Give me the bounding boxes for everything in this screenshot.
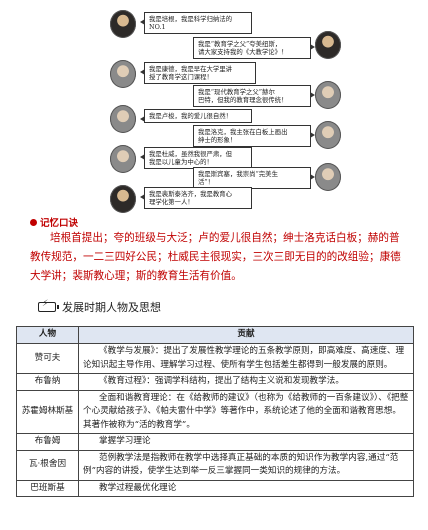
memo-text: 培根首提出；夸的班级与大泛；卢的爱儿很自然；绅士洛克话白板；赫的普教传规范，一二…	[30, 232, 401, 282]
contribution-cell: 《教育过程》：强调学科结构，提出了结构主义说和发现教学法。	[78, 373, 414, 391]
table-row: 瓦·根舍因 范例教学法是指教师在教学中选择真正基础的本质的知识作为教学内容,通过…	[16, 449, 414, 481]
bacon-portrait	[110, 10, 136, 38]
person-name: 布鲁姆	[16, 433, 79, 451]
battery-charging-icon	[38, 299, 59, 312]
pestalozzi-portrait	[110, 185, 136, 213]
contribution-cell: 全面和谐教育理论：在《给教师的建议》（也称为《给教师的一百条建议》）、《把整个心…	[78, 389, 414, 434]
person-name: 赞可夫	[16, 343, 79, 374]
table-row: 苏霍姆林斯基 全面和谐教育理论：在《给教师的建议》（也称为《给教师的一百条建议》…	[16, 389, 414, 434]
column-header-person: 人物	[16, 326, 79, 344]
bullet-dot-icon	[30, 219, 37, 226]
contribution-cell: 掌握学习理论	[78, 433, 414, 451]
speech-bubble: 我是洛克，我主张在白板上画出 绅士的形象！	[193, 125, 315, 148]
speech-bubble: 我是康德，我是早在大学里讲 授了教育学这门课程！	[140, 62, 256, 85]
speech-bubble: 我是培根，我是科学归纳法的 NO.1	[140, 12, 252, 35]
contribution-cell: 教学过程最优化理论	[78, 479, 414, 497]
section-heading: 发展时期人物及思想	[38, 299, 161, 315]
spencer-portrait	[315, 163, 341, 191]
memo-heading: 记忆口诀	[30, 215, 78, 229]
speech-bubble: 我是斯宾塞，我崇尚“完美生 活”！	[193, 167, 315, 190]
contribution-cell: 《教学与发展》：提出了发展性教学理论的五条教学原则，即高难度、高速度、理论知识起…	[78, 343, 414, 374]
person-name: 苏霍姆林斯基	[16, 389, 79, 434]
speech-bubble: 我是卢梭，我的爱儿很自然！	[140, 109, 252, 124]
table-row: 赞可夫 《教学与发展》：提出了发展性教学理论的五条教学原则，即高难度、高速度、理…	[16, 343, 414, 374]
rousseau-portrait	[110, 105, 136, 133]
table-row: 布鲁纳 《教育过程》：强调学科结构，提出了结构主义说和发现教学法。	[16, 373, 414, 391]
quote-chat: 我是培根，我是科学归纳法的 NO.1 我是“教育学之父”夸美纽斯， 请大家支持我…	[0, 0, 428, 214]
person-name: 布鲁纳	[16, 373, 79, 391]
comenius-portrait	[315, 31, 341, 59]
speech-bubble: 我是“教育学之父”夸美纽斯， 请大家支持我的《大教学论》！	[193, 37, 315, 60]
column-header-contribution: 贡献	[78, 326, 414, 344]
speech-bubble: 我是裴斯泰洛齐，我是教育心 理学化第一人！	[140, 187, 252, 210]
kant-portrait	[110, 60, 136, 88]
figures-table: 人物 贡献 赞可夫 《教学与发展》：提出了发展性教学理论的五条教学原则，即高难度…	[16, 326, 414, 497]
person-name: 瓦·根舍因	[16, 449, 79, 481]
table-row: 巴班斯基 教学过程最优化理论	[16, 479, 414, 497]
herbart-portrait	[315, 81, 341, 109]
contribution-cell: 范例教学法是指教师在教学中选择真正基础的本质的知识作为教学内容,通过“范例”内容…	[78, 449, 414, 481]
speech-bubble: 我是“现代教育学之父”赫尔 巴特，但我的教育理念很传统！	[193, 85, 315, 108]
dewey-portrait	[110, 145, 136, 173]
table-row: 布鲁姆 掌握学习理论	[16, 433, 414, 451]
locke-portrait	[315, 121, 341, 149]
person-name: 巴班斯基	[16, 479, 79, 497]
